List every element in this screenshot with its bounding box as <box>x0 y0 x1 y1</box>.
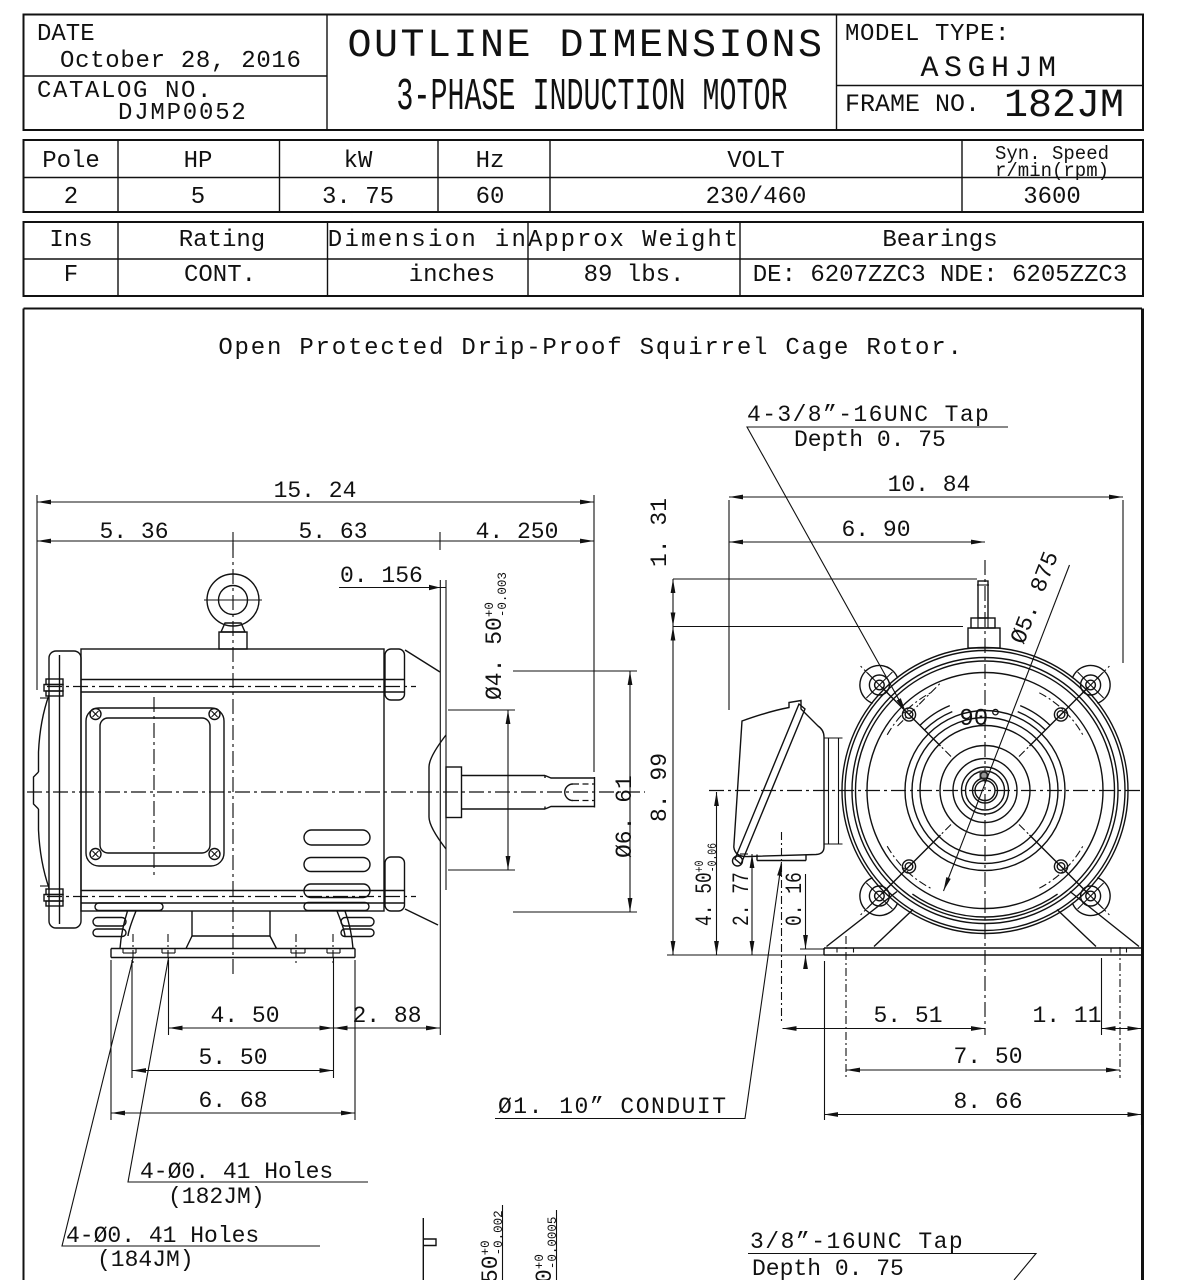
svg-text:3. 75: 3. 75 <box>322 184 394 211</box>
svg-text:FRAME NO.: FRAME NO. <box>845 90 980 119</box>
svg-text:October 28, 2016: October 28, 2016 <box>60 48 302 75</box>
svg-text:4. 50+0-0.06: 4. 50+0-0.06 <box>693 843 720 926</box>
svg-text:182JM: 182JM <box>1004 84 1124 129</box>
svg-text:HP: HP <box>184 148 213 175</box>
svg-text:CONT.: CONT. <box>184 262 256 289</box>
svg-text:10. 84: 10. 84 <box>888 472 971 498</box>
svg-text:4. 50: 4. 50 <box>210 1003 279 1029</box>
svg-text:Pole: Pole <box>42 148 100 175</box>
svg-text:Ø1. 10” CONDUIT: Ø1. 10” CONDUIT <box>498 1094 728 1120</box>
svg-text:6. 68: 6. 68 <box>198 1088 267 1114</box>
svg-text:2: 2 <box>64 184 78 211</box>
svg-text:3600: 3600 <box>1023 184 1081 211</box>
svg-text:VOLT: VOLT <box>727 148 785 175</box>
svg-text:8. 66: 8. 66 <box>953 1089 1022 1115</box>
svg-text:5. 51: 5. 51 <box>873 1003 942 1029</box>
svg-text:3-PHASE INDUCTION MOTOR: 3-PHASE INDUCTION MOTOR <box>396 73 787 123</box>
svg-text:2. 77: 2. 77 <box>730 872 756 926</box>
svg-text:5. 63: 5. 63 <box>298 519 367 545</box>
svg-text:0. 156: 0. 156 <box>340 563 423 589</box>
svg-text:5: 5 <box>191 184 205 211</box>
svg-text:ASGHJM: ASGHJM <box>920 52 1061 86</box>
svg-text:4-Ø0. 41 Holes: 4-Ø0. 41 Holes <box>66 1223 259 1249</box>
svg-text:Approx Weight: Approx Weight <box>528 227 740 254</box>
svg-text:0. 16: 0. 16 <box>783 872 809 926</box>
svg-text:230/460: 230/460 <box>706 184 807 211</box>
svg-text:Bearings: Bearings <box>882 227 997 254</box>
svg-text:60: 60 <box>476 184 505 211</box>
svg-text:90°: 90° <box>959 706 1002 733</box>
svg-text:7. 50: 7. 50 <box>953 1044 1022 1070</box>
svg-text:6. 90: 6. 90 <box>841 517 910 543</box>
svg-text:4-Ø0. 41 Holes: 4-Ø0. 41 Holes <box>140 1159 333 1185</box>
svg-text:kW: kW <box>344 148 373 175</box>
svg-text:(182JM): (182JM) <box>168 1184 265 1210</box>
svg-text:Syn. Speed: Syn. Speed <box>995 143 1109 165</box>
svg-text:(184JM): (184JM) <box>97 1247 194 1273</box>
svg-text:Ø6. 61: Ø6. 61 <box>612 775 638 858</box>
svg-text:89 lbs.: 89 lbs. <box>584 262 685 289</box>
svg-text:15. 24: 15. 24 <box>274 478 357 504</box>
svg-text:5. 50: 5. 50 <box>198 1045 267 1071</box>
svg-text:DJMP0052: DJMP0052 <box>118 100 248 127</box>
svg-text:Open Protected Drip-Proof Squi: Open Protected Drip-Proof Squirrel Cage … <box>218 335 963 362</box>
svg-text:F: F <box>64 262 78 289</box>
svg-text:Dimension in: Dimension in <box>328 227 528 254</box>
svg-text:DATE: DATE <box>37 21 95 48</box>
svg-text:8. 99: 8. 99 <box>647 753 673 822</box>
svg-text:3/8”-16UNC Tap: 3/8”-16UNC Tap <box>750 1229 964 1255</box>
svg-text:2. 88: 2. 88 <box>352 1003 421 1029</box>
svg-text:Rating: Rating <box>179 227 265 254</box>
svg-text:Depth 0. 75: Depth 0. 75 <box>752 1256 904 1280</box>
svg-text:CATALOG NO.: CATALOG NO. <box>37 78 213 105</box>
svg-text:1. 11: 1. 11 <box>1032 1003 1101 1029</box>
svg-text:MODEL TYPE:: MODEL TYPE: <box>845 21 1010 48</box>
svg-text:DE: 6207ZZC3 NDE: 6205ZZC3: DE: 6207ZZC3 NDE: 6205ZZC3 <box>753 262 1127 289</box>
svg-text:r/min(rpm): r/min(rpm) <box>995 160 1109 182</box>
svg-text:5. 36: 5. 36 <box>99 519 168 545</box>
svg-text:Ins: Ins <box>49 227 92 254</box>
svg-text:4. 250: 4. 250 <box>476 519 559 545</box>
svg-text:4-3/8”-16UNC Tap: 4-3/8”-16UNC Tap <box>747 402 990 428</box>
svg-text:Hz: Hz <box>476 148 505 175</box>
svg-text:inches: inches <box>409 262 495 289</box>
svg-text:Depth 0. 75: Depth 0. 75 <box>794 427 946 453</box>
svg-text:OUTLINE DIMENSIONS: OUTLINE DIMENSIONS <box>347 24 824 69</box>
svg-text:1. 31: 1. 31 <box>647 498 673 567</box>
